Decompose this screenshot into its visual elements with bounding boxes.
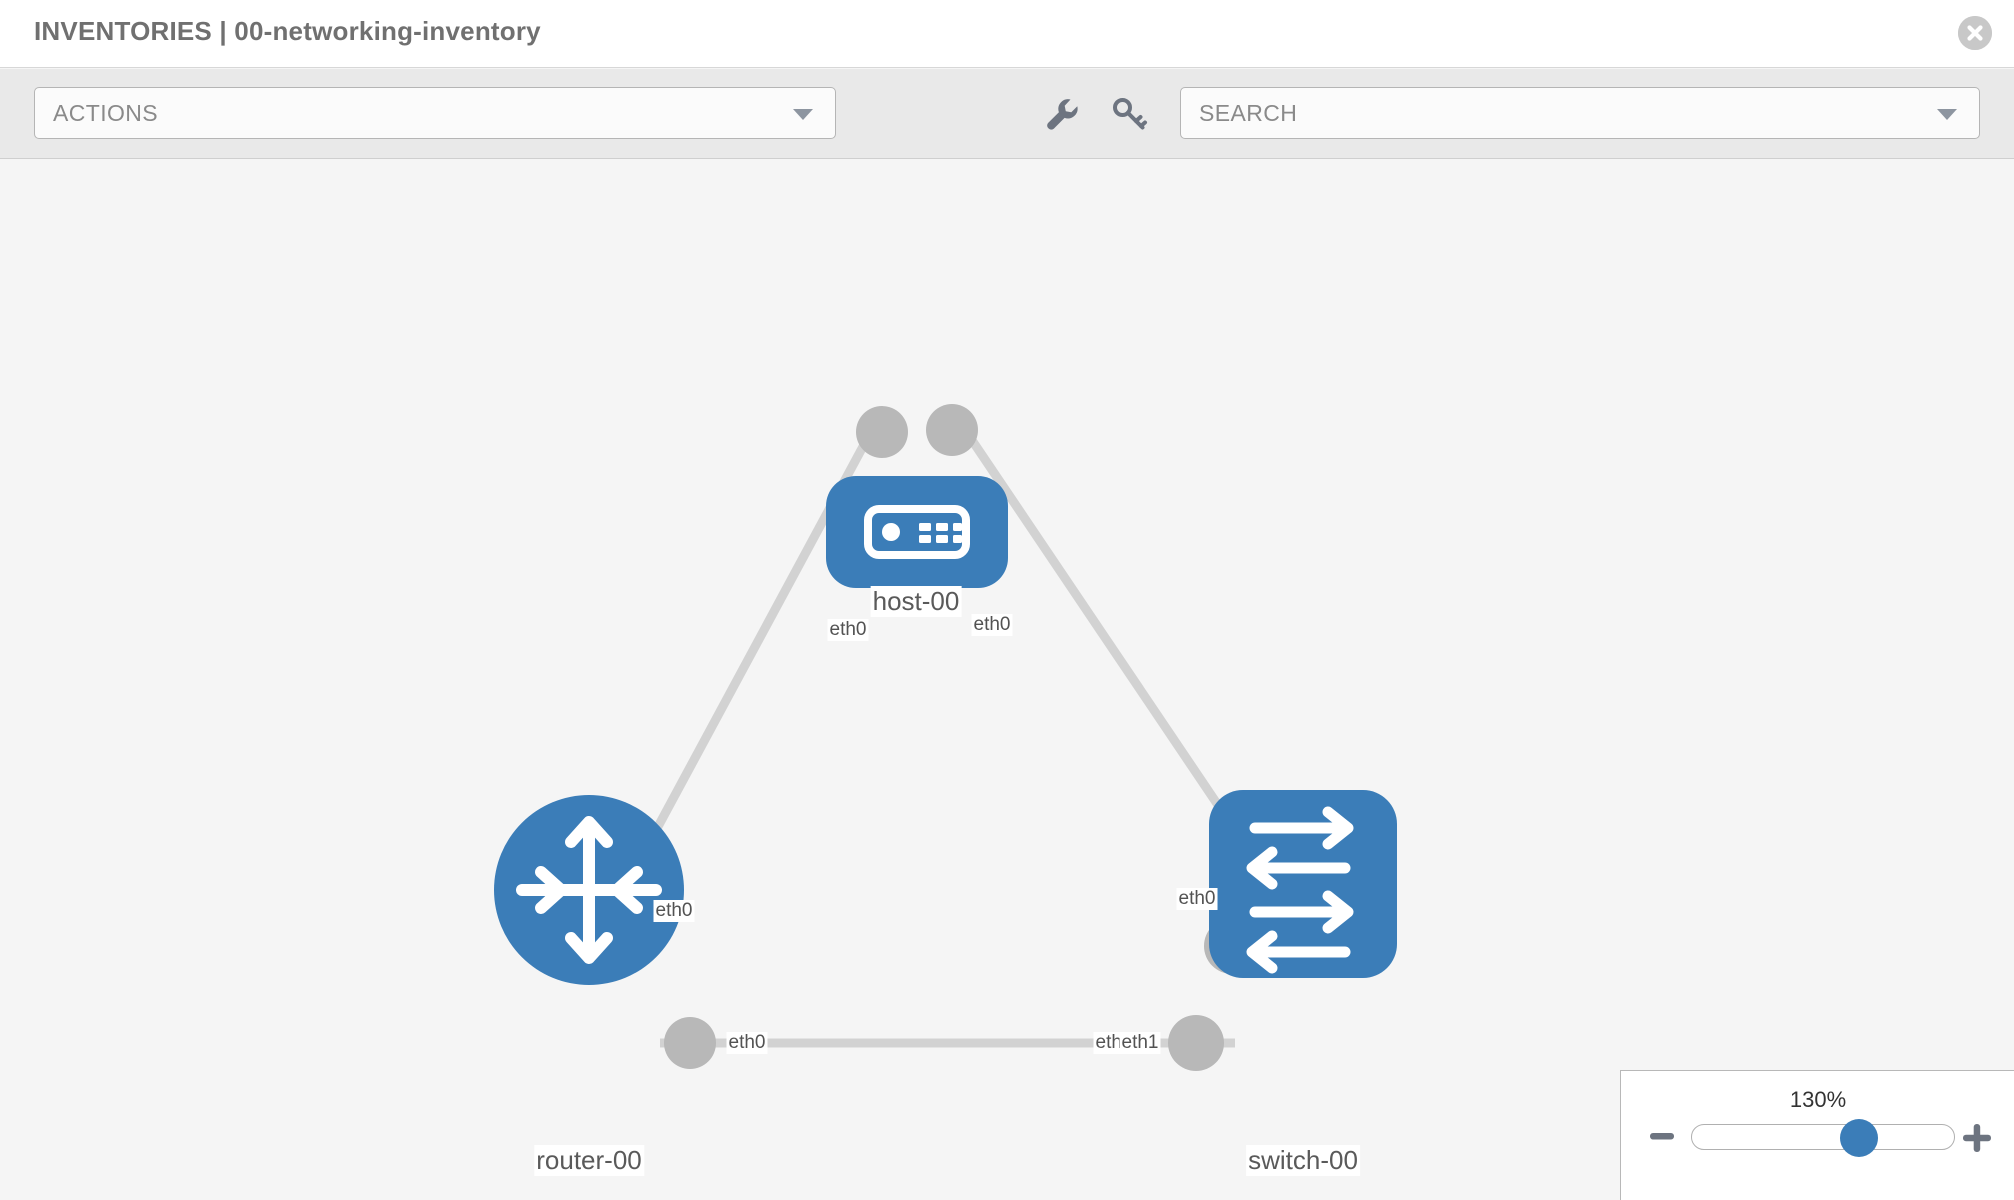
server-icon [864, 505, 970, 559]
edge-label-router00-eth0-up: eth0 [653, 900, 695, 922]
actions-dropdown[interactable]: ACTIONS [34, 87, 836, 139]
toolbar: ACTIONS SEARCH [0, 69, 2014, 159]
key-icon[interactable] [1108, 93, 1150, 135]
edge-label-switch00-eth1: eth1 [1119, 1032, 1161, 1054]
node-host-00 [826, 476, 1008, 588]
close-icon[interactable] [1958, 16, 1992, 50]
actions-dropdown-label: ACTIONS [53, 100, 159, 126]
wrench-icon[interactable] [1040, 93, 1082, 135]
node-label-switch-00: switch-00 [1246, 1145, 1360, 1176]
endpoint-host00-eth0-left [856, 406, 908, 458]
zoom-slider[interactable] [1691, 1119, 1955, 1157]
chevron-down-icon[interactable] [1937, 109, 1957, 120]
endpoint-router00-eth0 [664, 1017, 716, 1069]
router-arrows-icon [516, 816, 662, 964]
zoom-slider-thumb[interactable] [1840, 1119, 1878, 1157]
edge-label-switch00-eth0-up: eth0 [1176, 888, 1218, 910]
topology-graph [494, 404, 1397, 1071]
search-input[interactable]: SEARCH [1180, 87, 1980, 139]
endpoint-host00-eth0-right [926, 404, 978, 456]
node-switch-00 [1209, 790, 1397, 978]
endpoint-switch00-eth1 [1168, 1015, 1224, 1071]
search-placeholder: SEARCH [1199, 100, 1298, 126]
zoom-level-value: 130% [1789, 1087, 1847, 1112]
chevron-down-icon [793, 109, 813, 120]
edge-label-router00-eth0: eth0 [726, 1032, 768, 1054]
node-router-00 [494, 795, 684, 985]
zoom-control-panel: 130% [1620, 1070, 2014, 1200]
page-title: INVENTORIES | 00-networking-inventory [34, 16, 541, 46]
page-header: INVENTORIES | 00-networking-inventory [0, 0, 2014, 68]
zoom-out-button[interactable] [1649, 1123, 1675, 1154]
zoom-in-button[interactable] [1962, 1123, 1992, 1158]
node-label-host-00: host-00 [870, 586, 962, 617]
topology-canvas[interactable]: host-00 router-00 switch-00 eth0 eth0 et… [0, 160, 2014, 1200]
switch-arrows-icon [1246, 806, 1354, 974]
link-host00-switch00 [951, 412, 1259, 863]
edge-label-host00-eth0-left: eth0 [827, 619, 869, 641]
edge-label-host00-eth0-right: eth0 [971, 614, 1013, 636]
node-label-router-00: router-00 [534, 1145, 644, 1176]
